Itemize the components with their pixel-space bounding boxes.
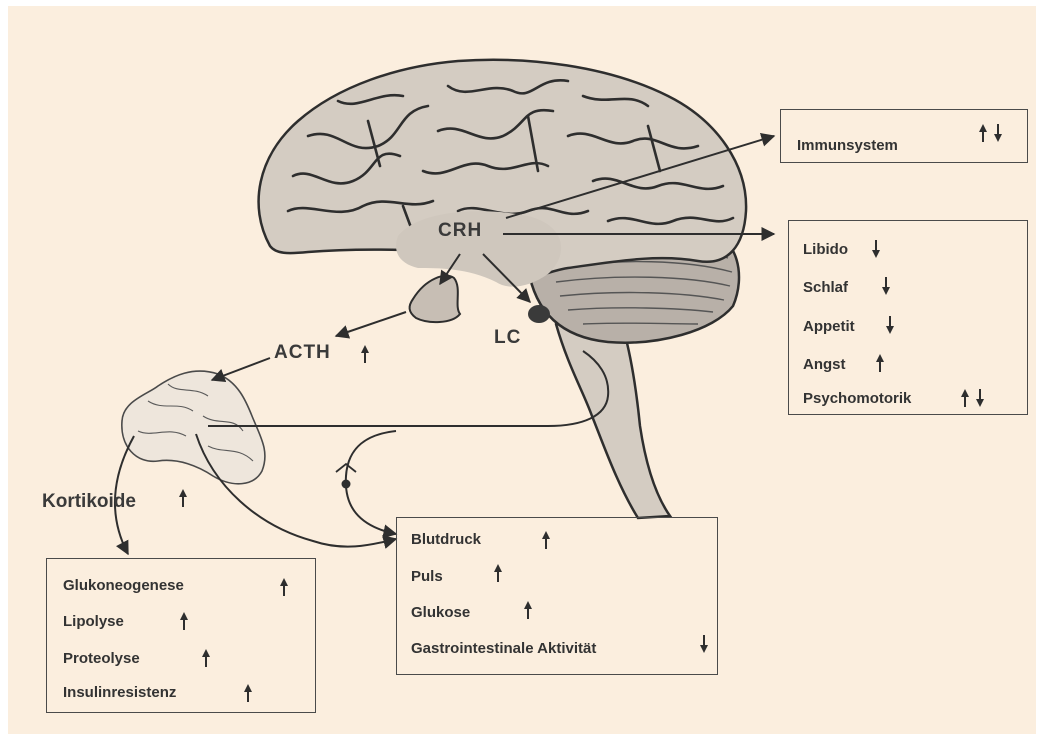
box-item-label: Blutdruck xyxy=(411,531,481,548)
box-item-label: Psychomotorik xyxy=(803,390,911,407)
box-item: Angst xyxy=(803,356,846,373)
up-down-arrows-icon xyxy=(977,122,1007,144)
adrenal-gland xyxy=(122,371,265,484)
box-item: Blutdruck xyxy=(411,531,481,548)
box-item: Libido xyxy=(803,241,848,258)
lc-label: LC xyxy=(494,327,521,349)
arrow-up-icon xyxy=(279,577,289,597)
box-item-label: Immunsystem xyxy=(797,137,898,154)
box-item-label: Libido xyxy=(803,241,848,258)
box-item: Immunsystem xyxy=(797,137,898,154)
vascular-box: Blutdruck Puls Glukose Gastrointestinale… xyxy=(396,517,718,675)
box-item: Glukoneogenese xyxy=(63,577,184,594)
kortikoide-label: Kortikoide xyxy=(42,491,136,513)
arrow-down-icon xyxy=(871,239,881,259)
arrow-up-icon xyxy=(360,344,370,364)
box-item-label: Gastrointestinale Aktivität xyxy=(411,640,596,657)
box-item-label: Puls xyxy=(411,568,443,585)
arrow-up-icon xyxy=(493,563,503,583)
brain-effects-box: Libido Schlaf Appetit Angst Psychomotori… xyxy=(788,220,1028,415)
arrow-up-icon xyxy=(179,611,189,631)
box-item: Appetit xyxy=(803,318,855,335)
box-item-label: Schlaf xyxy=(803,279,848,296)
box-item: Gastrointestinale Aktivität xyxy=(411,640,596,657)
metabolic-box: Glukoneogenese Lipolyse Proteolyse Insul… xyxy=(46,558,316,713)
arrow-down-icon xyxy=(699,634,709,654)
box-item: Glukose xyxy=(411,604,470,621)
arrow-down-icon xyxy=(885,315,895,335)
crh-label: CRH xyxy=(438,220,482,242)
box-item: Schlaf xyxy=(803,279,848,296)
immunsystem-box: Immunsystem xyxy=(780,109,1028,163)
acth-label: ACTH xyxy=(274,342,331,364)
box-item-label: Angst xyxy=(803,356,846,373)
synapse-dot xyxy=(342,480,351,489)
box-item: Lipolyse xyxy=(63,613,124,630)
box-item-label: Glukoneogenese xyxy=(63,577,184,594)
pituitary xyxy=(410,276,460,322)
box-item: Insulinresistenz xyxy=(63,684,176,701)
arrow-up-icon xyxy=(201,648,211,668)
box-item: Proteolyse xyxy=(63,650,140,667)
box-item: Puls xyxy=(411,568,443,585)
diagram-canvas: CRH LC ACTH Kortikoide Immunsystem Libid… xyxy=(8,6,1036,734)
arrow-down-icon xyxy=(881,276,891,296)
box-item-label: Glukose xyxy=(411,604,470,621)
arrow-up-icon xyxy=(541,530,551,550)
up-down-arrows-icon xyxy=(959,387,989,409)
box-item-label: Lipolyse xyxy=(63,613,124,630)
arrow-up-icon xyxy=(178,488,188,508)
arrow-up-icon xyxy=(243,683,253,703)
box-item: Psychomotorik xyxy=(803,390,911,407)
locus-coeruleus xyxy=(528,305,550,323)
arrow-up-icon xyxy=(875,353,885,373)
box-item-label: Insulinresistenz xyxy=(63,684,176,701)
box-item-label: Proteolyse xyxy=(63,650,140,667)
arrow-up-icon xyxy=(523,600,533,620)
box-item-label: Appetit xyxy=(803,318,855,335)
